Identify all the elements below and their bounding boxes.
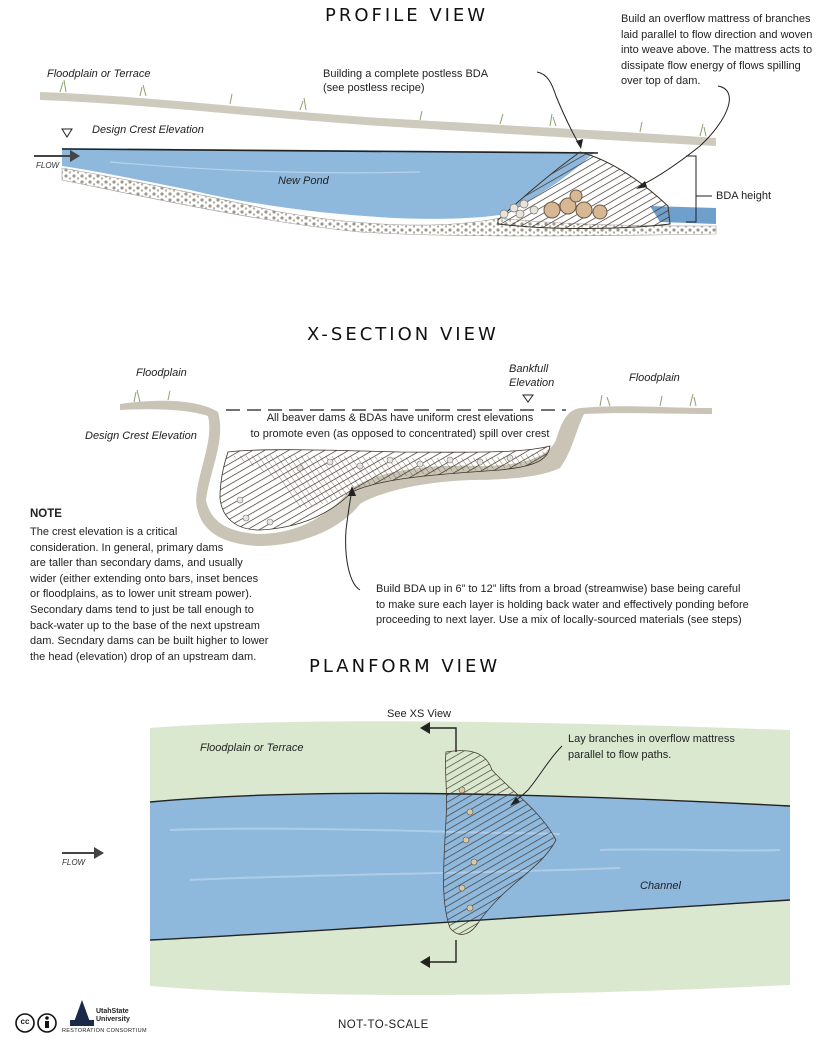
build-note: Build BDA up in 6” to 12” lifts from a b… (376, 582, 749, 629)
xs-floodplain-right-label: Floodplain (629, 372, 680, 384)
overflow-note-line: over top of dam. (621, 75, 701, 87)
note-line: dam. Secndary dams can be built higher t… (30, 635, 269, 648)
lay-branches-line-1: Lay branches in overflow mattress (568, 733, 735, 745)
note-heading: NOTE (30, 508, 62, 520)
lay-branches-line-2: parallel to flow paths. (568, 749, 672, 761)
usu-logo-text: UtahState University (96, 1008, 130, 1024)
note-line: or floodplains, as to lower unit stream … (30, 588, 252, 601)
note-line: The crest elevation is a critical (30, 526, 178, 538)
overflow-note-line: into weave above. The mattress acts to (621, 44, 813, 56)
note-line: consideration. In general, primary dams (30, 541, 224, 554)
profile-building-line-2: (see postless recipe) (323, 82, 425, 94)
profile-floodplain-label: Floodplain or Terrace (47, 68, 151, 80)
logo-line-2: University (96, 1016, 130, 1023)
see-xs-view-label: See XS View (387, 708, 452, 720)
bankfull-line-1: Bankfull (509, 363, 549, 375)
profile-flow-label: FLOW (36, 161, 60, 170)
bankfull-elevation-label: Bankfull Elevation (509, 362, 554, 390)
not-to-scale-label: NOT-TO-SCALE (338, 1019, 429, 1031)
logo-line-1: UtahState (96, 1008, 129, 1015)
overflow-note: Build an overflow mattress of branches l… (621, 12, 812, 90)
cc-label: cc (20, 1017, 30, 1026)
planform-floodplain-label: Floodplain or Terrace (200, 742, 304, 754)
cc-icon (15, 1013, 35, 1033)
bda-height-label: BDA height (716, 190, 772, 202)
new-pond-label: New Pond (278, 175, 329, 187)
note-line: wider (either extending onto bars, inset… (30, 572, 259, 585)
bankfull-line-2: Elevation (509, 377, 555, 389)
profile-building-line-1: Building a complete postless BDA (323, 68, 489, 80)
planform-flow-label: FLOW (62, 858, 86, 867)
xs-design-crest-label: Design Crest Elevation (85, 430, 197, 442)
restoration-consortium-label: RESTORATION CONSORTIUM (62, 1028, 147, 1034)
xsection-view-title: X-SECTION VIEW (307, 324, 499, 345)
planform-view-title: PLANFORM VIEW (309, 656, 501, 677)
build-note-line: Build BDA up in 6” to 12” lifts from a b… (376, 583, 741, 595)
profile-building-label: Building a complete postless BDA (see po… (323, 67, 488, 95)
crest-note-line-2: to promote even (as opposed to concentra… (250, 428, 550, 440)
usu-tower-icon (74, 1000, 90, 1022)
overflow-note-line: Build an overflow mattress of branches (621, 13, 811, 25)
overflow-note-line: laid parallel to flow direction and wove… (621, 28, 813, 41)
planform-diagram (62, 721, 791, 995)
note-line: back-water up to the base of the next up… (30, 619, 260, 632)
note-body: The crest elevation is a critical consid… (30, 525, 330, 665)
lay-branches-label: Lay branches in overflow mattress parall… (568, 731, 735, 763)
note-line: are taller than secondary dams, and usua… (30, 557, 243, 570)
profile-view-title: PROFILE VIEW (325, 5, 489, 26)
note-line: the head (elevation) drop of an upstream… (30, 650, 257, 663)
build-note-line: to make sure each layer is holding back … (376, 598, 749, 611)
attribution-icon (37, 1013, 57, 1033)
build-note-line: proceeding to next layer. Use a mix of l… (376, 614, 742, 626)
profile-design-crest-label: Design Crest Elevation (92, 124, 204, 136)
xsection-diagram (120, 389, 712, 591)
crest-note: All beaver dams & BDAs have uniform cres… (240, 410, 560, 442)
profile-diagram (34, 71, 730, 237)
crest-note-line-1: All beaver dams & BDAs have uniform cres… (266, 412, 534, 424)
xs-floodplain-left-label: Floodplain (136, 367, 187, 379)
footer-logos (15, 1000, 94, 1033)
note-line: Secondary dams tend to just be tall enou… (30, 603, 254, 616)
channel-label: Channel (640, 880, 681, 892)
overflow-note-line: dissipate flow energy of flows spilling (621, 59, 801, 72)
